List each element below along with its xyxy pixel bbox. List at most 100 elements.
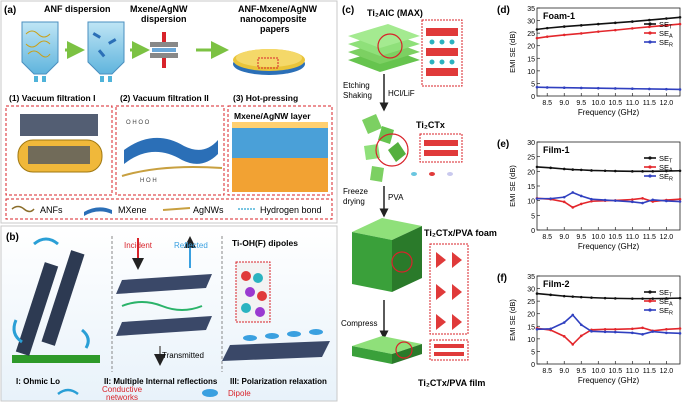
data-point-ser [562, 321, 566, 324]
y-tick-label: 30 [527, 287, 535, 294]
foam-inset [429, 243, 469, 335]
data-point-ser [590, 197, 593, 201]
data-point-sea [631, 198, 634, 201]
mxene-formula-label: Ti₂CTx [416, 120, 445, 130]
data-point-sea [562, 335, 566, 338]
data-point-ser [596, 86, 600, 90]
data-point-set [579, 295, 583, 299]
data-point-ser [614, 199, 617, 202]
data-point-sea [590, 199, 593, 203]
data-point-ser [535, 328, 539, 331]
chart-title: Foam-1 [543, 11, 575, 21]
x-tick-label: 8.5 [542, 234, 552, 241]
series-line-sea [536, 23, 681, 39]
y-tick-label: 5 [531, 213, 535, 220]
panel-c: (c) Ti₂AlC (MAX) Etching Shaking HCl/LiF [341, 5, 497, 388]
data-point-set [648, 18, 651, 22]
transmitted-label: Transmitted [162, 351, 204, 360]
data-point-ser [571, 191, 575, 194]
paper-disc-illustration [233, 49, 305, 75]
data-point-ser [665, 199, 668, 203]
dipole-icon [202, 389, 218, 397]
mechanism-3-caption: III: Polarization relaxation [230, 377, 327, 386]
svg-text:O H O O: O H O O [126, 120, 150, 126]
dipoles-label: Ti-OH(F) dipoles [232, 238, 298, 248]
legend-label: SET [659, 288, 673, 299]
data-point-ser [549, 197, 552, 200]
incident-label: Incident [124, 241, 153, 250]
data-point-ser [665, 87, 668, 91]
x-tick-label: 11.5 [643, 368, 656, 375]
data-point-sea [614, 328, 617, 331]
data-point-set [614, 297, 617, 300]
x-tick-label: 11.0 [626, 100, 639, 107]
y-tick-label: 15 [527, 324, 535, 331]
x-tick-label: 12.0 [660, 368, 674, 375]
x-axis-label: Frequency (GHz) [578, 242, 640, 251]
legend-marker [648, 290, 652, 294]
chart-panel-label: (d) [497, 5, 510, 16]
data-point-sea [665, 24, 668, 27]
x-tick-label: 9.0 [559, 100, 569, 107]
x-tick-label: 9.5 [576, 100, 586, 107]
series-line-set [536, 16, 681, 31]
beaker-anf-illustration [21, 21, 59, 82]
y-tick-label: 35 [527, 6, 535, 13]
reagent-label: HCl/LiF [388, 89, 415, 98]
data-point-set [545, 26, 549, 30]
x-tick-label: 9.5 [576, 368, 586, 375]
inset-anf-cylinder [5, 105, 113, 196]
data-point-set [596, 22, 600, 26]
data-point-set [631, 297, 634, 300]
chart-panel-label: (e) [497, 139, 509, 150]
data-point-sea [614, 28, 617, 32]
etching-label-2: Shaking [343, 91, 372, 100]
data-point-ser [579, 194, 583, 198]
data-point-sea [641, 197, 644, 200]
step-3-caption: (3) Hot-pressing [233, 93, 298, 103]
legend-mxene-label: MXene [118, 205, 147, 215]
mechanism-1-caption: I: Ohmic Lo [16, 377, 60, 386]
x-tick-label: 10.5 [608, 100, 622, 107]
film-slab [352, 336, 422, 364]
data-point-sea [579, 334, 583, 338]
data-point-sea [562, 33, 566, 37]
pva-label: PVA [388, 193, 404, 202]
mxene-flakes [362, 114, 409, 182]
mechanism-2-caption: II: Multiple Internal reflections [104, 377, 218, 386]
y-axis-label: EMI SE (dB) [508, 31, 517, 73]
freeze-label-1: Freeze [343, 187, 368, 196]
data-point-sea [631, 27, 634, 30]
inset-mxene-bonding: O H O O H O H [115, 105, 225, 196]
y-tick-label: 30 [527, 140, 535, 147]
data-point-sea [571, 343, 575, 346]
x-tick-label: 10.0 [591, 100, 605, 107]
y-tick-label: 0 [531, 94, 535, 101]
max-phase-label: Ti₂AlC (MAX) [367, 8, 423, 18]
x-tick-label: 9.0 [559, 234, 569, 241]
legend-marker [648, 156, 652, 160]
data-point-ser [562, 86, 566, 90]
legend-mxene-swatch [84, 207, 112, 216]
max-phase-inset [421, 19, 463, 87]
legend-label: SEA [659, 163, 673, 174]
dipole-illustration [222, 261, 330, 361]
multiple-reflection-illustration [116, 236, 212, 366]
legend-marker [648, 31, 652, 35]
title-anf-dispersion: ANF dispersion [44, 4, 111, 14]
data-point-set [678, 16, 682, 19]
step-2-caption: (2) Vacuum filtration II [120, 93, 209, 103]
data-point-ser [631, 331, 634, 335]
data-point-set [535, 28, 539, 31]
data-point-sea [545, 35, 549, 38]
x-tick-label: 10.0 [591, 234, 605, 241]
data-point-sea [579, 32, 583, 35]
data-point-ser [631, 200, 634, 204]
data-point-sea [596, 30, 600, 33]
compress-label: Compress [341, 319, 377, 328]
legend-anf-swatch [11, 205, 35, 213]
